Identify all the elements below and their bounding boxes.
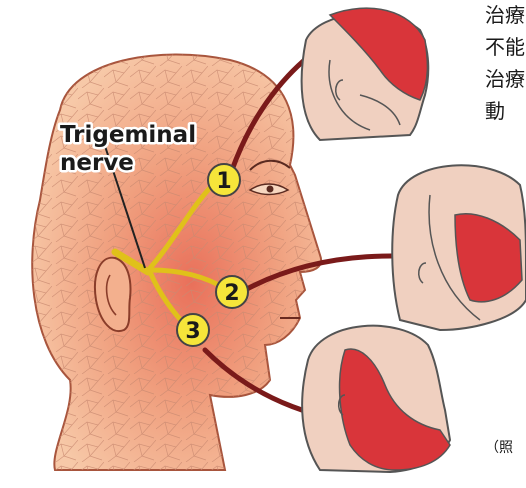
side-text-line-2: 不能 xyxy=(485,36,525,58)
branch-badge-2: 2 xyxy=(216,276,248,308)
side-text-line-3: 治療 xyxy=(485,68,525,90)
side-text-line-1: 治療 xyxy=(485,4,525,26)
large-head xyxy=(32,54,321,470)
svg-text:2: 2 xyxy=(224,281,239,306)
branch-badge-1: 1 xyxy=(208,164,240,196)
small-head-3 xyxy=(302,326,450,472)
small-head-2 xyxy=(392,165,526,330)
nerve-label-line-1-fg: Trigeminal xyxy=(60,122,196,148)
small-head-1 xyxy=(302,8,429,140)
caption: （照 xyxy=(485,437,513,457)
side-text-line-4: 動 xyxy=(485,100,505,122)
nerve-label-line-2-fg: nerve xyxy=(60,150,134,176)
svg-text:1: 1 xyxy=(216,169,231,194)
svg-text:3: 3 xyxy=(185,319,200,344)
branch-badge-3: 3 xyxy=(177,314,209,346)
